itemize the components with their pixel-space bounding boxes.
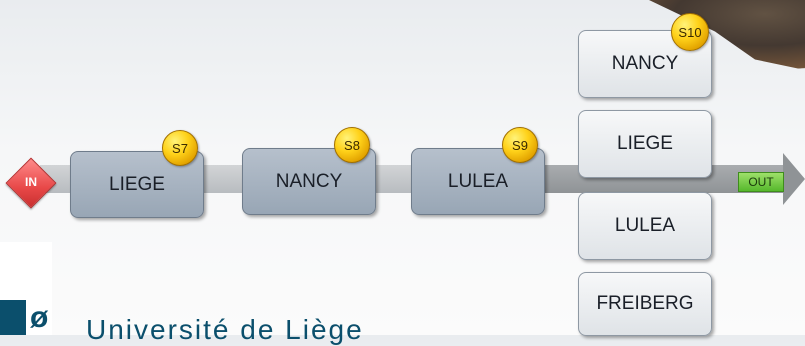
step-s8-box[interactable]: NANCY xyxy=(242,148,376,215)
step-s9-label: LULEA xyxy=(447,170,509,192)
output-label: OUT xyxy=(738,172,784,192)
step-s9-badge: S9 xyxy=(502,127,538,163)
step-s10-option-liege[interactable]: LIEGE xyxy=(578,110,712,178)
step-s7-badge: S7 xyxy=(162,130,198,166)
step-s10-badge: S10 xyxy=(671,13,709,51)
university-name: Université de Liège xyxy=(86,314,364,345)
flow-arrow-icon xyxy=(783,153,805,205)
step-s10-option-lulea[interactable]: LULEA xyxy=(578,192,712,260)
input-label: IN xyxy=(25,175,37,189)
step-s10-option-nancy[interactable]: NANCY xyxy=(578,30,712,98)
step-s8-label: NANCY xyxy=(275,170,343,192)
step-s7-label: LIEGE xyxy=(109,173,165,195)
step-s10-option-freiberg[interactable]: FREIBERG xyxy=(578,272,712,336)
university-logo-mark-icon: ø xyxy=(30,301,49,334)
university-logo-icon xyxy=(0,300,26,335)
step-s8-badge: S8 xyxy=(334,127,370,163)
